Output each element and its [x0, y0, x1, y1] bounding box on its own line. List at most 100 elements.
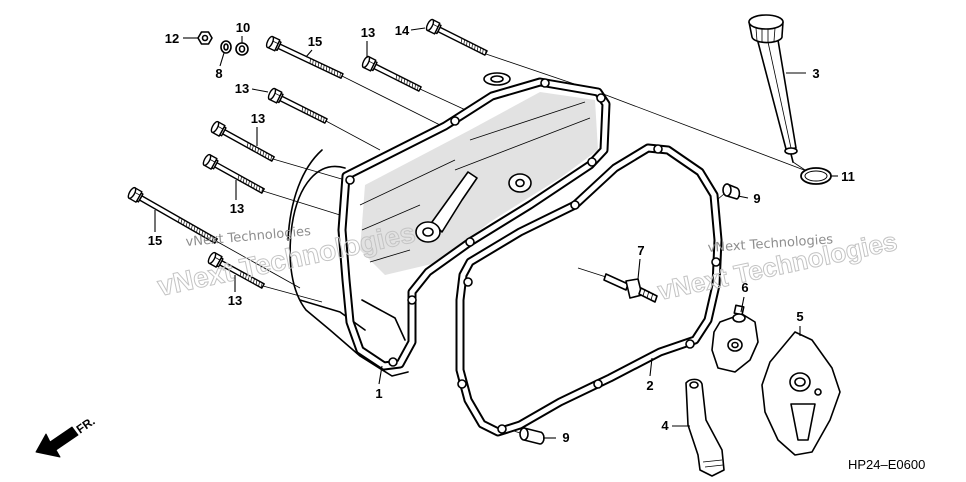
bolt-shaft [437, 26, 488, 56]
bolt-15-lower [127, 186, 218, 244]
bolt-thread [209, 235, 211, 241]
alignment-line [215, 240, 301, 289]
alignment-line [419, 88, 471, 113]
alignment-line [262, 285, 323, 303]
callout-dipstick: 3 [812, 66, 819, 81]
bolt-thread [180, 218, 183, 224]
leader-line [649, 357, 653, 377]
bolt-head-face [210, 120, 220, 134]
alignment-line [262, 190, 341, 216]
dowel-collar-upper [722, 183, 741, 200]
leader-line [740, 296, 745, 313]
bolt-thread [320, 63, 322, 69]
bolt-thread [193, 226, 196, 232]
leader-line [251, 88, 269, 93]
callout-washer-10: 10 [236, 20, 250, 35]
bolt-thread [398, 75, 400, 82]
bolt-thread [255, 185, 258, 191]
bolt-thread [414, 84, 416, 90]
bolt-head-face [265, 35, 275, 49]
cover-bolt-hole [596, 93, 606, 103]
bolt-thread [250, 277, 253, 283]
bolt-thread [482, 48, 484, 55]
leader-line [637, 258, 641, 280]
callout-bolt-15-lower: 15 [148, 233, 162, 248]
callout-part-6: 6 [741, 280, 748, 295]
arm-spline [702, 459, 723, 463]
stud-thread [650, 292, 654, 301]
bolt-thread [185, 221, 188, 227]
bolt-head-face [207, 251, 217, 265]
bolt-13-upper [361, 55, 422, 92]
bolt-thread [261, 187, 263, 194]
bolt-thread [262, 151, 265, 157]
bolt-thread [254, 146, 257, 152]
bolt-thread [315, 61, 317, 67]
bolt-head-face [202, 153, 212, 167]
dipstick-tip-ring [784, 147, 798, 155]
bolt-shaft [373, 63, 422, 92]
nut [197, 31, 213, 45]
bolt-thread [309, 58, 311, 64]
bolt-thread [328, 67, 330, 73]
bolt-thread [253, 278, 255, 284]
gasket-inner [457, 145, 721, 435]
bolt-thread [409, 81, 411, 87]
dipstick-blade-line [767, 41, 792, 149]
drawing-code: HP24–E0600 [848, 457, 925, 472]
bolt-thread [240, 176, 242, 182]
leader-line [219, 52, 225, 67]
dipstick-cap-rib [755, 27, 758, 42]
gasket-bolt-hole [593, 379, 603, 389]
collar-body [523, 427, 545, 445]
callout-bolt-13-lower: 13 [228, 293, 242, 308]
gasket-bolt-hole [685, 339, 695, 349]
leader-lines [154, 27, 838, 439]
cover-rib [469, 101, 586, 141]
dipstick-cap-rib [773, 27, 776, 42]
arm-hole [689, 381, 699, 389]
arm-spline [704, 464, 724, 468]
bolt-thread [270, 155, 273, 161]
bolt-thread [479, 47, 482, 53]
bolt-thread [315, 113, 317, 119]
alignment-line [272, 158, 346, 181]
bolt-head-face [267, 87, 277, 101]
cam-pin [814, 388, 822, 396]
cover-gasket [455, 143, 723, 437]
bolt-thread [471, 43, 473, 49]
bolt-thread [331, 68, 333, 74]
alignment-line [325, 120, 381, 151]
oil-dipstick [748, 14, 798, 163]
callout-collar-upper: 9 [753, 191, 760, 206]
bolt-thread [255, 279, 258, 285]
gasket-bolt-hole [457, 379, 467, 389]
bolt-thread [267, 154, 270, 160]
cover-rib [359, 159, 456, 206]
stud-thread [646, 290, 650, 299]
dipstick-blade [757, 39, 797, 150]
bolts [127, 18, 488, 289]
bolt-thread [206, 233, 209, 239]
leader-line [737, 195, 749, 199]
callout-part-4: 4 [661, 418, 669, 433]
washer-hole [238, 45, 246, 53]
alignment-line [577, 267, 607, 278]
washer-hole [223, 43, 229, 51]
callout-labels: 12 10 8 15 13 14 13 13 13 15 13 3 11 9 7… [148, 20, 855, 445]
bolt-thread [306, 109, 309, 115]
bolt-thread [250, 182, 253, 188]
bolt-thread [333, 70, 336, 76]
dipstick-cap-top [748, 14, 784, 30]
bolt-thread [317, 62, 320, 68]
front-label: FR. [74, 414, 98, 437]
washer-10 [235, 42, 249, 56]
cover-rib [454, 117, 591, 171]
bolt-thread [304, 107, 306, 114]
cover-bolt-hole [345, 175, 355, 185]
collar-end [519, 427, 529, 441]
collar-end [722, 183, 732, 197]
bolt-thread [312, 112, 314, 118]
gasket-bolt-hole [711, 257, 721, 267]
bolt-thread [260, 282, 263, 288]
